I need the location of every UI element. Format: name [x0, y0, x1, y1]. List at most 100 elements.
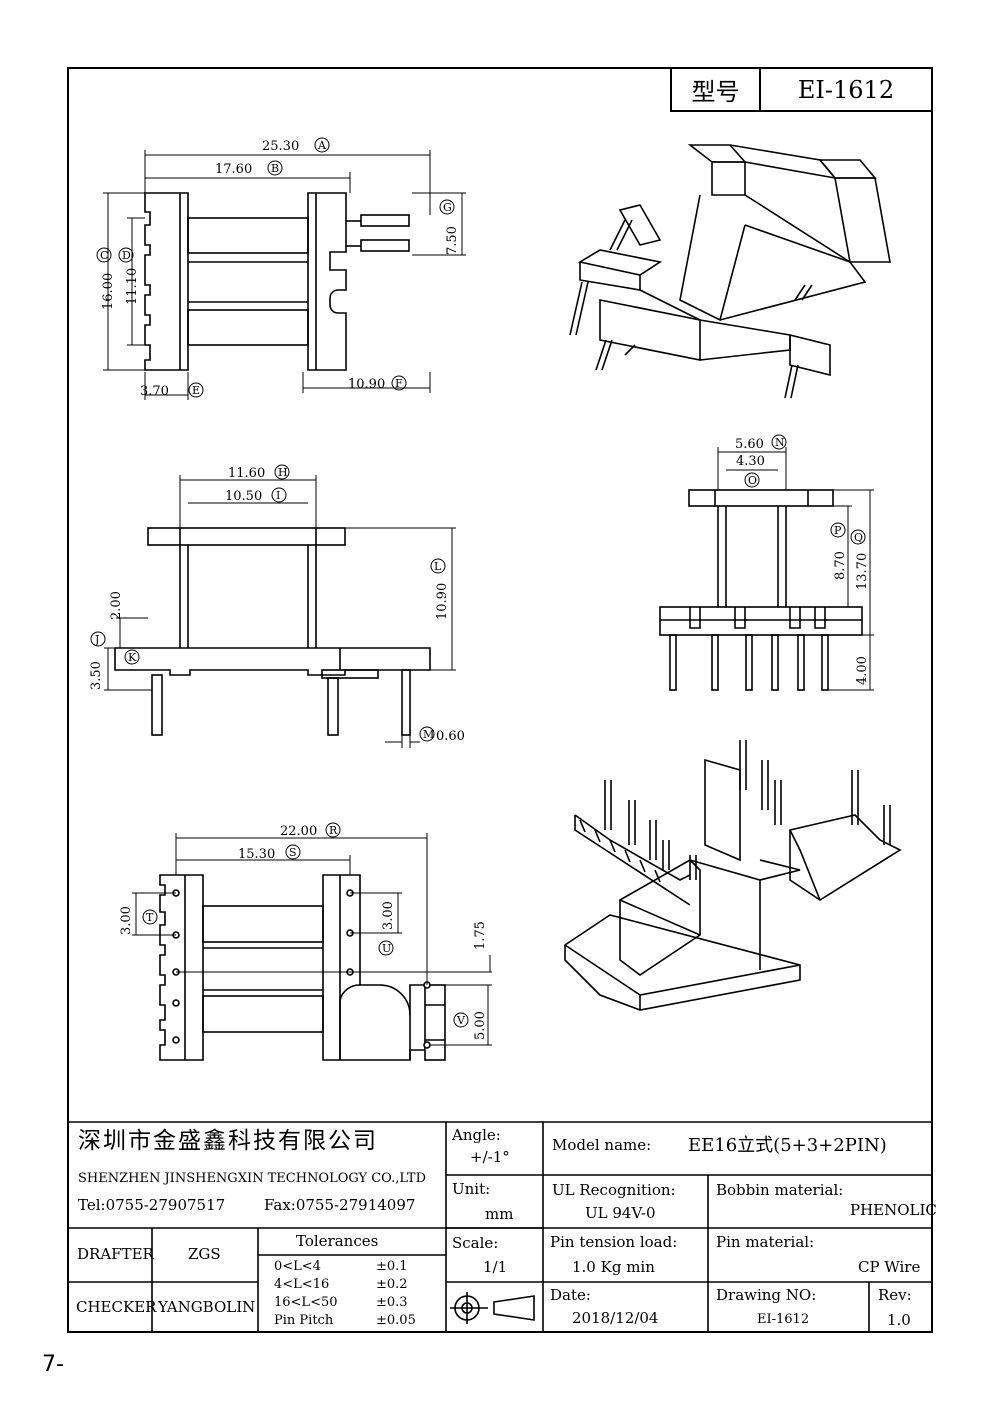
tolerance-range: 0<L<4 — [274, 1259, 321, 1274]
checker-label: CHECKER — [76, 1298, 157, 1316]
page-number: 7- — [42, 1352, 64, 1377]
svg-text:F: F — [395, 377, 403, 390]
bobbin-material-label: Bobbin material: — [716, 1181, 844, 1199]
svg-text:S: S — [289, 846, 297, 859]
rev-value: 1.0 — [887, 1311, 911, 1329]
svg-text:P: P — [834, 524, 842, 537]
tolerance-value: ±0.3 — [376, 1295, 408, 1310]
svg-text:B: B — [271, 162, 279, 175]
side-view-dims — [717, 447, 874, 691]
top-view-dims — [103, 150, 466, 400]
company-fax: Fax:0755-27914097 — [264, 1196, 416, 1214]
svg-text:C: C — [100, 249, 108, 262]
dim-p-value: 8.70 — [833, 551, 848, 580]
dim-g-value: 7.50 — [445, 226, 460, 255]
model-name-value: EE16立式(5+3+2PIN) — [688, 1135, 887, 1156]
model-value-cell: EI-1612 — [759, 67, 933, 112]
front-view — [114, 527, 431, 736]
dim-u-value: 3.00 — [381, 901, 396, 930]
dim-i-value: 10.50 — [225, 489, 262, 504]
side-view — [659, 489, 863, 691]
dim-pin-length-value: 4.00 — [855, 656, 870, 685]
dim-r-value: 22.00 — [280, 824, 317, 839]
model-name-label: Model name: — [552, 1136, 652, 1154]
dim-t-value: 3.00 — [119, 906, 134, 935]
tolerance-value: ±0.1 — [376, 1259, 408, 1274]
dim-n-value: 5.60 — [735, 437, 764, 452]
dim-e-value: 3.70 — [140, 384, 169, 399]
svg-text:R: R — [329, 824, 338, 837]
svg-text:I: I — [276, 489, 280, 502]
unit-label: Unit: — [452, 1180, 491, 1198]
dim-h-value: 11.60 — [228, 466, 265, 481]
dim-q-value: 13.70 — [855, 553, 870, 590]
svg-text:J: J — [94, 633, 99, 646]
svg-text:N: N — [775, 436, 785, 449]
drafter-value: ZGS — [188, 1245, 221, 1263]
pin-material-value: CP Wire — [858, 1258, 921, 1276]
bottom-view — [159, 874, 446, 1061]
tolerance-value: ±0.05 — [376, 1313, 416, 1328]
drafter-label: DRAFTER — [77, 1245, 154, 1263]
scale-label: Scale: — [452, 1234, 499, 1252]
svg-text:O: O — [748, 474, 757, 487]
tolerances-title: Tolerances — [296, 1232, 379, 1250]
company-tel: Tel:0755-27907517 — [78, 1196, 226, 1214]
svg-text:T: T — [146, 911, 154, 924]
dim-j-value: 3.50 — [89, 661, 104, 690]
tolerance-range: 16<L<50 — [274, 1295, 338, 1310]
date-label: Date: — [550, 1286, 591, 1304]
dim-a-value: 25.30 — [262, 139, 299, 154]
dim-u-extra-value: 1.75 — [473, 921, 488, 950]
drawing-no-value: EI-1612 — [757, 1312, 810, 1327]
company-name-en: SHENZHEN JINSHENGXIN TECHNOLOGY CO.,LTD — [78, 1171, 426, 1186]
front-view-dims — [104, 475, 456, 748]
ul-value: UL 94V-0 — [585, 1204, 656, 1222]
svg-text:L: L — [434, 560, 442, 573]
svg-text:D: D — [122, 249, 131, 262]
bottom-view-dims — [132, 833, 492, 1046]
dim-l-value: 10.90 — [435, 583, 450, 620]
dim-v-value: 5.00 — [473, 1011, 488, 1040]
drawing-lines — [103, 144, 902, 1061]
dim-b-value: 17.60 — [215, 162, 252, 177]
svg-text:E: E — [192, 384, 200, 397]
drawing-frame — [67, 67, 933, 1333]
rev-label: Rev: — [878, 1286, 912, 1304]
svg-text:U: U — [382, 942, 391, 955]
pin-material-label: Pin material: — [716, 1233, 815, 1251]
top-view — [144, 192, 410, 371]
angle-label: Angle: — [452, 1126, 501, 1144]
checker-value: YANGBOLIN — [158, 1298, 256, 1316]
svg-text:M: M — [423, 728, 434, 741]
scale-value: 1/1 — [483, 1258, 508, 1276]
svg-text:V: V — [456, 1014, 466, 1027]
dim-m-value: 0.60 — [436, 729, 465, 744]
pin-tension-label: Pin tension load: — [550, 1233, 678, 1251]
model-label-cell: 型号 — [670, 67, 761, 112]
title-block-grid — [67, 1121, 933, 1333]
svg-text:G: G — [443, 201, 452, 214]
dim-d-value: 11.10 — [125, 268, 140, 305]
date-value: 2018/12/04 — [572, 1309, 659, 1327]
company-name-cn: 深圳市金盛鑫科技有限公司 — [78, 1128, 378, 1154]
iso-view-lower — [564, 740, 902, 1011]
unit-value: mm — [485, 1205, 514, 1223]
drawing-no-label: Drawing NO: — [716, 1286, 817, 1304]
ul-label: UL Recognition: — [552, 1181, 676, 1199]
dim-f-value: 10.90 — [348, 377, 385, 392]
angle-value: +/-1° — [470, 1148, 510, 1166]
pin-tension-value: 1.0 Kg min — [572, 1258, 655, 1276]
dim-s-value: 15.30 — [238, 847, 275, 862]
svg-text:K: K — [128, 651, 137, 664]
dim-k-value: 2.00 — [109, 591, 124, 620]
svg-text:Q: Q — [854, 531, 863, 544]
tolerance-range: 4<L<16 — [274, 1277, 330, 1292]
bobbin-material-value: PHENOLIC — [850, 1201, 937, 1219]
dimension-labels: 25.30 A 17.60 B 3.70 E 10.90 F 16.00 C 1… — [89, 137, 870, 1040]
tolerance-value: ±0.2 — [376, 1277, 408, 1292]
dim-o-value: 4.30 — [736, 454, 765, 469]
iso-view-upper — [569, 144, 891, 399]
svg-text:A: A — [317, 139, 327, 152]
